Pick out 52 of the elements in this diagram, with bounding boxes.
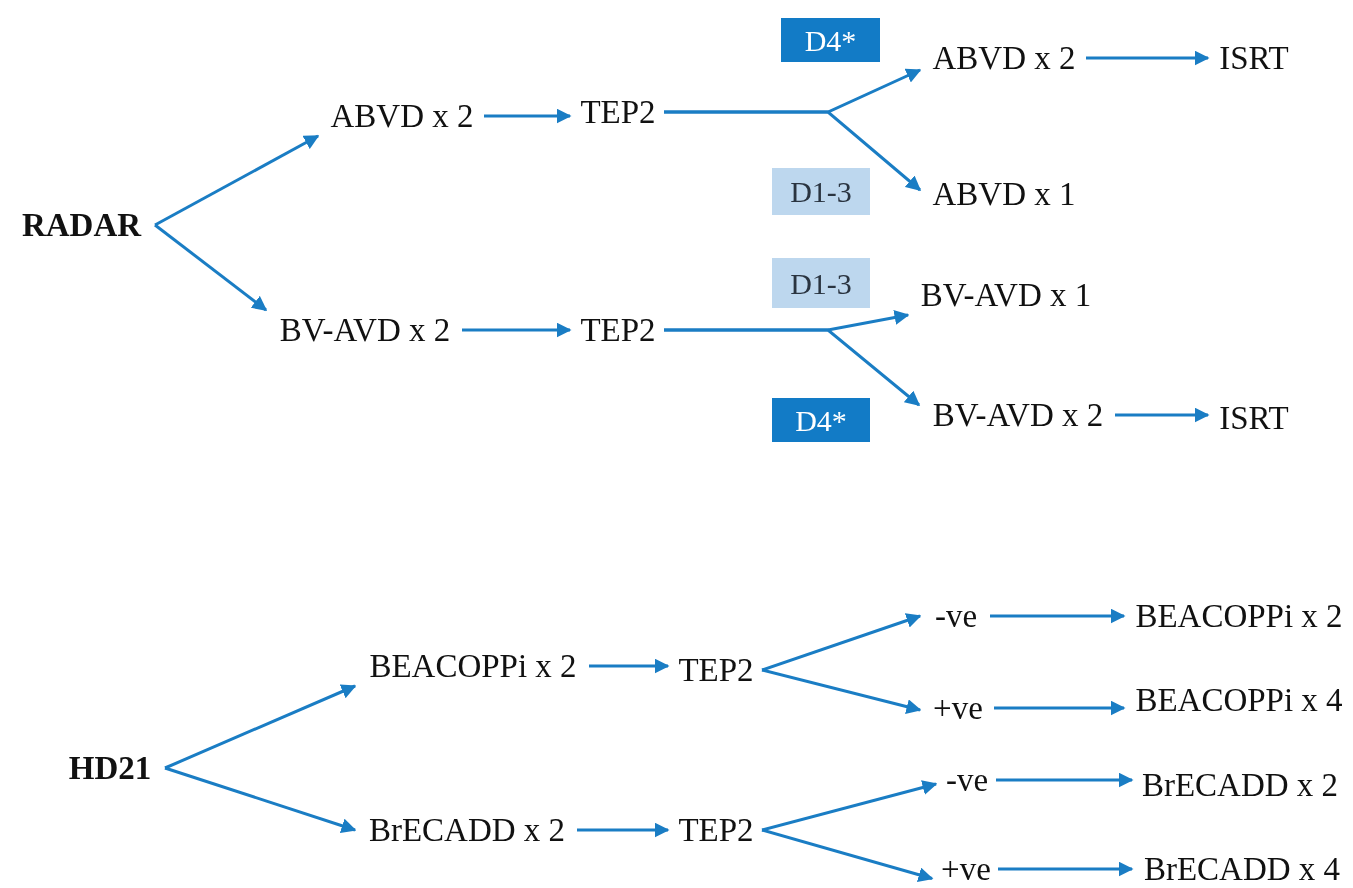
treatment-label: ABVD x 1 [932, 175, 1076, 213]
treatment-label: ISRT [1219, 39, 1289, 77]
treatment-label: ISRT [1219, 399, 1289, 437]
treatment-label: BV-AVD x 1 [920, 276, 1092, 314]
treatment-label: TEP2 [678, 651, 754, 689]
arrow [994, 700, 1126, 716]
treatment-label: BEACOPPi x 4 [1135, 681, 1343, 719]
arrow [1115, 407, 1210, 423]
stage-label: D1-3 [790, 266, 852, 300]
stage-label: D4* [804, 23, 857, 57]
arrow [589, 658, 670, 674]
treatment-label: BV-AVD x 2 [932, 396, 1104, 434]
treatment-label: +ve [941, 850, 991, 888]
treatment-label: ABVD x 2 [932, 39, 1076, 77]
stage-box [772, 168, 870, 215]
arrow [761, 613, 922, 672]
treatment-label: BrECADD x 2 [368, 811, 566, 849]
arrow [154, 223, 268, 312]
arrow [154, 134, 320, 227]
treatment-label: BEACOPPi x 2 [369, 647, 577, 685]
arrow [1086, 50, 1210, 66]
stage-box [781, 18, 880, 62]
stage-label: D1-3 [790, 175, 852, 208]
arrow [990, 608, 1126, 624]
treatment-label: BEACOPPi x 2 [1135, 597, 1343, 635]
stage-box [772, 258, 870, 308]
arrow [761, 828, 934, 882]
stage-box [772, 398, 870, 442]
treatment-label: BrECADD x 2 [1141, 766, 1339, 804]
treatment-label: -ve [945, 761, 989, 799]
arrow [484, 108, 572, 124]
arrow [761, 668, 922, 714]
arrow [761, 780, 938, 832]
arrow [577, 822, 670, 838]
treatment-label: +ve [933, 689, 983, 727]
treatment-label: ABVD x 2 [330, 97, 474, 135]
trial-name: RADAR [21, 206, 142, 244]
treatment-label: BV-AVD x 2 [279, 311, 451, 349]
arrow [664, 328, 921, 407]
treatment-label: BrECADD x 4 [1143, 850, 1341, 888]
treatment-label: TEP2 [580, 93, 656, 131]
treatment-label: TEP2 [678, 811, 754, 849]
arrow [998, 861, 1134, 877]
arrow [164, 766, 357, 833]
arrow [462, 322, 572, 338]
stage-label: D4* [795, 403, 847, 437]
treatment-label: TEP2 [580, 311, 656, 349]
trial-name: HD21 [68, 749, 152, 787]
arrow [996, 772, 1134, 788]
treatment-label: -ve [934, 597, 978, 635]
arrow [164, 684, 357, 770]
arrow [664, 110, 922, 192]
